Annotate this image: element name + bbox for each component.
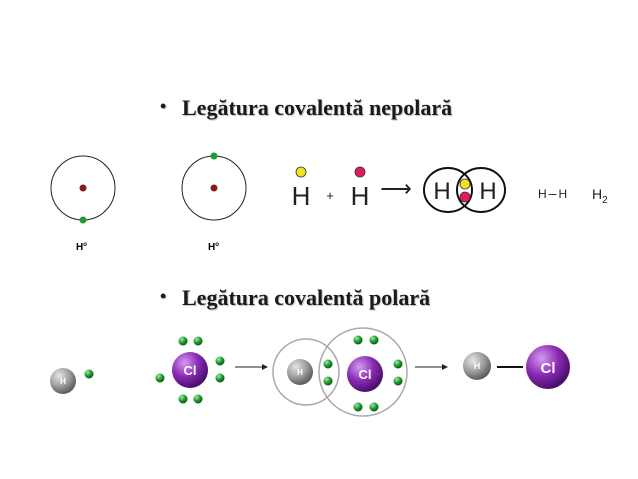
bullet-dot: • — [160, 96, 167, 116]
chlorine-orbital — [318, 327, 408, 417]
chlorine-label: Cl — [184, 363, 197, 378]
chlorine-sphere — [172, 352, 208, 388]
atom-label-left: Ho — [76, 242, 87, 253]
hcl-orbital-overlap: H Cl — [272, 327, 408, 417]
shared-electron — [323, 376, 333, 386]
chlorine-sphere — [526, 345, 570, 389]
electron — [215, 356, 225, 366]
hydrogen-label: H — [474, 361, 481, 371]
nucleus — [210, 184, 218, 192]
electron — [393, 376, 403, 386]
reaction-arrow: ⟶ — [380, 176, 412, 201]
bullet-nonpolar-text: Legătura covalentă nepolară — [182, 95, 453, 120]
electron — [178, 336, 188, 346]
molecule-h-left: H — [433, 178, 450, 205]
hydrogen-electron — [84, 369, 94, 379]
electron — [393, 359, 403, 369]
electron — [353, 402, 363, 412]
chlorine-label: Cl — [359, 367, 372, 382]
hydrogen-sphere — [463, 352, 491, 380]
h2-molecule: H H — [423, 167, 506, 213]
lewis-h-right: H — [351, 181, 370, 211]
shared-pink-electron — [459, 191, 471, 203]
hcl-molecule: H Cl — [463, 345, 570, 389]
electron — [369, 335, 379, 345]
orbital-right — [456, 167, 506, 213]
lewis-h-left: H — [292, 181, 311, 211]
molecule-h-right: H — [479, 178, 496, 205]
electron — [353, 335, 363, 345]
electron — [193, 336, 203, 346]
bullet-polar: • Legătura covalentă polară — [160, 285, 430, 311]
electron — [210, 152, 218, 160]
electron — [79, 216, 87, 224]
chlorine-sphere — [347, 356, 383, 392]
yellow-electron — [295, 166, 307, 178]
plus-sign: + — [326, 188, 334, 203]
orbital-left — [423, 167, 473, 213]
bullet-polar-text: Legătura covalentă polară — [182, 285, 431, 310]
hydrogen-sphere — [50, 368, 76, 394]
chlorine-atom: Cl — [155, 336, 225, 404]
hydrogen-label: H — [60, 377, 66, 386]
bullet-nonpolar: • Legătura covalentă nepolară — [160, 95, 452, 121]
hydrogen-label: H — [297, 368, 303, 377]
electron — [215, 373, 225, 383]
chlorine-label: Cl — [541, 360, 556, 377]
pink-electron — [354, 166, 366, 178]
structural-formula: H–H — [538, 185, 567, 201]
hydrogen-atom-left — [50, 155, 116, 224]
electron — [369, 402, 379, 412]
hydrogen-atom: H — [50, 368, 94, 394]
arrow-head — [442, 364, 448, 370]
electron — [178, 394, 188, 404]
atom-label-right: Ho — [208, 242, 219, 253]
electron — [193, 394, 203, 404]
nucleus — [79, 184, 87, 192]
shared-yellow-electron — [459, 178, 471, 190]
molecular-formula: H2 — [592, 186, 608, 206]
hydrogen-orbital — [272, 338, 340, 406]
bullet-dot: • — [160, 286, 167, 306]
electron — [155, 373, 165, 383]
shared-electron — [323, 359, 333, 369]
hydrogen-sphere — [287, 359, 313, 385]
arrow-head — [262, 364, 268, 370]
hydrogen-atom-right — [181, 152, 247, 221]
